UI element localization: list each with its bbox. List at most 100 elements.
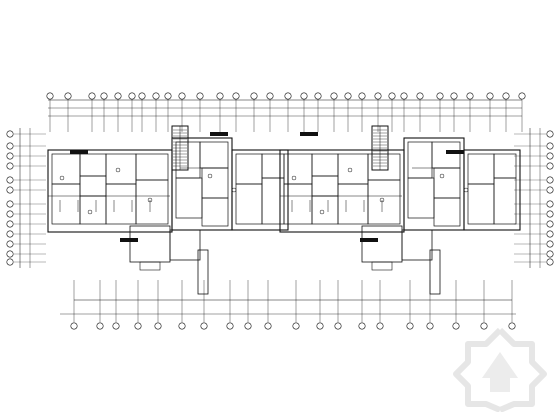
axis-bubble-right xyxy=(546,210,554,218)
axis-bubble-left xyxy=(6,200,14,208)
room-outline xyxy=(493,177,517,225)
room-outline xyxy=(337,153,369,185)
room-outline xyxy=(175,177,203,219)
axis-bubble-bottom xyxy=(226,322,234,330)
axis-bubble-bottom xyxy=(334,322,342,330)
axis-bubble-bottom xyxy=(316,322,324,330)
axis-bubble-top xyxy=(300,92,308,100)
axis-bubble-top xyxy=(46,92,54,100)
fixture-symbol xyxy=(319,209,325,215)
building-wing-right xyxy=(279,137,521,295)
axis-bubble-left xyxy=(6,258,14,266)
axis-bubble-bottom xyxy=(112,322,120,330)
fixture-symbol xyxy=(463,187,469,193)
axis-bubble-bottom xyxy=(178,322,186,330)
axis-bubble-top xyxy=(416,92,424,100)
axis-bubble-right xyxy=(546,230,554,238)
fixture-details xyxy=(59,132,469,242)
room-outline xyxy=(431,141,461,169)
axis-bubble-left xyxy=(6,176,14,184)
axis-bubble-bottom xyxy=(508,322,516,330)
room-tag-mark xyxy=(360,238,378,242)
axis-bubble-bottom xyxy=(426,322,434,330)
fixture-symbol xyxy=(59,175,65,181)
axis-bubble-left xyxy=(6,220,14,228)
axis-bubble-right xyxy=(546,176,554,184)
axis-bubble-right xyxy=(546,162,554,170)
axis-bubble-left xyxy=(6,162,14,170)
axis-bubble-bottom xyxy=(264,322,272,330)
room-outline xyxy=(51,153,81,185)
axis-bubble-top xyxy=(344,92,352,100)
room-outline xyxy=(493,153,517,179)
axis-bubble-top xyxy=(436,92,444,100)
axis-bubble-top xyxy=(114,92,122,100)
fixture-symbol xyxy=(147,197,153,203)
fixture-symbol xyxy=(115,167,121,173)
axis-bubble-top xyxy=(358,92,366,100)
axis-bubble-top xyxy=(374,92,382,100)
entrance-canopy xyxy=(429,249,441,295)
axis-bubble-bottom xyxy=(480,322,488,330)
axis-bubble-bottom xyxy=(452,322,460,330)
balcony-outline xyxy=(361,225,403,263)
axis-bubble-bottom xyxy=(406,322,414,330)
axis-bubble-right xyxy=(546,186,554,194)
axis-bubble-bottom xyxy=(70,322,78,330)
axis-grid-bottom xyxy=(70,280,516,330)
axis-bubble-top xyxy=(314,92,322,100)
room-outline xyxy=(135,153,169,181)
room-outline xyxy=(311,153,339,177)
building-wing-left xyxy=(47,137,289,295)
room-outline xyxy=(201,167,229,199)
axis-bubble-left xyxy=(6,240,14,248)
room-outline xyxy=(367,179,401,225)
fixture-symbol xyxy=(207,173,213,179)
axis-bubble-top xyxy=(128,92,136,100)
axis-bubble-bottom xyxy=(96,322,104,330)
stair-cores xyxy=(171,125,389,171)
axis-bubble-top xyxy=(466,92,474,100)
room-outline xyxy=(367,153,401,181)
fixture-symbol xyxy=(231,187,237,193)
room-outline xyxy=(261,153,285,179)
axis-bubble-right xyxy=(546,152,554,160)
room-outline xyxy=(467,183,495,225)
balcony-outline xyxy=(139,261,161,271)
room-tag-mark xyxy=(120,238,138,242)
room-outline xyxy=(407,141,433,179)
room-outline xyxy=(433,167,461,199)
axis-bubble-left xyxy=(6,250,14,258)
room-outline xyxy=(201,197,229,227)
axis-bubble-left xyxy=(6,142,14,150)
exterior-wall xyxy=(47,149,173,233)
axis-bubble-top xyxy=(196,92,204,100)
axis-bubble-left xyxy=(6,130,14,138)
fixture-symbol xyxy=(87,209,93,215)
axis-bubble-top xyxy=(284,92,292,100)
axis-bubble-left xyxy=(6,230,14,238)
room-tag-mark xyxy=(300,132,318,136)
room-outline xyxy=(433,197,461,227)
axis-bubble-top xyxy=(216,92,224,100)
room-outline xyxy=(79,195,107,225)
axis-bubble-top xyxy=(138,92,146,100)
axis-bubble-top xyxy=(450,92,458,100)
axis-bubble-top xyxy=(250,92,258,100)
axis-bubble-top xyxy=(502,92,510,100)
room-outline xyxy=(135,179,169,225)
axis-grid-left xyxy=(6,130,46,266)
axis-bubble-bottom xyxy=(134,322,142,330)
room-outline xyxy=(79,153,107,177)
room-outline xyxy=(199,141,229,169)
exterior-wall xyxy=(279,149,405,233)
axis-bubble-right xyxy=(546,258,554,266)
room-outline xyxy=(105,153,137,185)
room-tag-mark xyxy=(446,150,464,154)
axis-bubble-bottom xyxy=(244,322,252,330)
axis-bubble-top xyxy=(266,92,274,100)
balcony-outline xyxy=(129,225,171,263)
axis-bubble-top xyxy=(388,92,396,100)
